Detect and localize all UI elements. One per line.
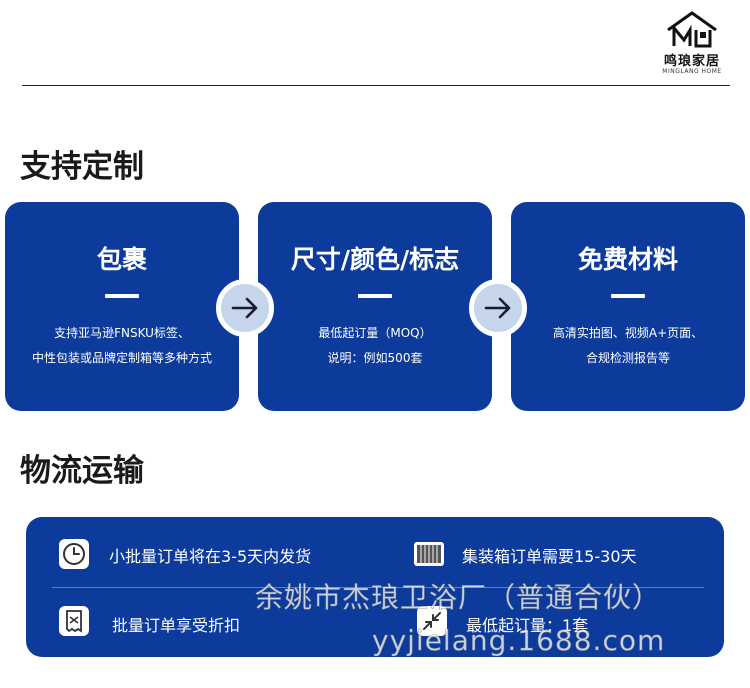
logistics-item: 最低起订量：1套 xyxy=(466,616,589,635)
card-packaging: 包裹 支持亚马逊FNSKU标签、 中性包装或品牌定制箱等多种方式 xyxy=(5,202,239,411)
card-underline xyxy=(105,294,139,298)
logistics-item: 小批量订单将在3-5天内发货 xyxy=(109,547,312,566)
card-line: 中性包装或品牌定制箱等多种方式 xyxy=(31,351,212,365)
compress-arrows-icon xyxy=(417,606,447,636)
card-line: 支持亚马逊FNSKU标签、 xyxy=(54,326,190,340)
brand-logo: 鸣琅家居 MINGLANG HOME xyxy=(656,10,728,76)
card-title: 免费材料 xyxy=(577,245,678,274)
logistics-title: 物流运输 xyxy=(20,453,144,489)
card-underline xyxy=(358,294,392,298)
arrow-right-icon xyxy=(484,297,511,319)
card-description: 支持亚马逊FNSKU标签、 中性包装或品牌定制箱等多种方式 xyxy=(5,321,239,371)
brand-name-cn: 鸣琅家居 xyxy=(663,54,720,69)
card-line: 说明：例如500套 xyxy=(327,351,423,365)
card-underline xyxy=(611,294,645,298)
card-line: 合规检测报告等 xyxy=(585,351,670,365)
house-logo-icon xyxy=(667,11,717,48)
card-free-materials: 免费材料 高清实拍图、视频A+页面、 合规检测报告等 xyxy=(511,202,745,411)
clock-icon xyxy=(59,539,89,569)
card-description: 高清实拍图、视频A+页面、 合规检测报告等 xyxy=(511,321,745,371)
arrow-right-icon xyxy=(231,297,258,319)
card-line: 最低起订量（MOQ） xyxy=(318,326,432,340)
brand-name-en: MINGLANG HOME xyxy=(662,68,722,75)
receipt-icon xyxy=(59,606,89,636)
card-description: 最低起订量（MOQ） 说明：例如500套 xyxy=(258,321,492,371)
card-line: 高清实拍图、视频A+页面、 xyxy=(552,326,704,340)
logistics-panel: 小批量订单将在3-5天内发货 集装箱订单需要15-30天 批量订单享受折扣 最低… xyxy=(26,517,724,657)
card-title: 尺寸/颜色/标志 xyxy=(290,245,460,274)
card-title: 包裹 xyxy=(96,245,147,274)
logistics-item: 批量订单享受折扣 xyxy=(112,616,241,635)
arrow-connector xyxy=(469,279,527,337)
customization-title: 支持定制 xyxy=(20,149,144,185)
header-divider xyxy=(22,85,730,86)
watermark-site: yyjielang.1688.com xyxy=(372,624,666,658)
panel-divider xyxy=(52,587,704,588)
card-size-color-logo: 尺寸/颜色/标志 最低起订量（MOQ） 说明：例如500套 xyxy=(258,202,492,411)
container-icon xyxy=(414,542,444,566)
arrow-connector xyxy=(216,279,274,337)
watermark-company: 余姚市杰琅卫浴厂（普通合伙） xyxy=(255,581,662,615)
logistics-item: 集装箱订单需要15-30天 xyxy=(462,547,637,566)
